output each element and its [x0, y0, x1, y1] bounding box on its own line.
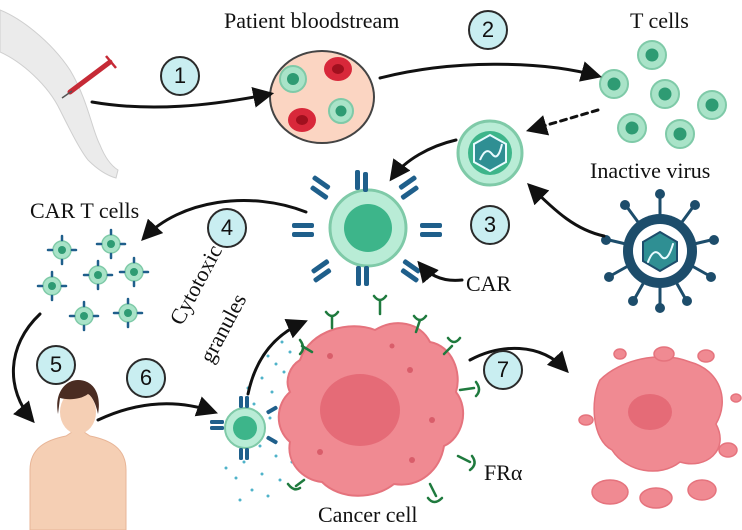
cancer-cell	[277, 294, 481, 504]
step-5-marker: 5	[36, 345, 76, 385]
arm-with-syringe-icon	[0, 9, 119, 179]
label-patient-bloodstream: Patient bloodstream	[224, 8, 400, 33]
step-2-marker: 2	[468, 10, 508, 50]
step-4-marker: 4	[207, 208, 247, 248]
step-6-marker: 6	[126, 358, 166, 398]
label-fra: FRα	[484, 460, 523, 485]
car-t-cell-attacking	[210, 396, 278, 460]
step-3-marker: 3	[470, 205, 510, 245]
label-car: CAR	[466, 271, 512, 296]
car-t-cell-large	[292, 170, 442, 286]
bloodstream-illustration	[269, 50, 375, 144]
flow-arrows	[12, 61, 606, 424]
label-cancer-cell: Cancer cell	[318, 502, 418, 527]
label-inactive-virus: Inactive virus	[590, 158, 711, 183]
label-car-t-cells: CAR T cells	[30, 198, 140, 223]
step-1-marker: 1	[160, 56, 200, 96]
step-7-marker: 7	[483, 350, 523, 390]
inactive-virus-icon	[601, 189, 719, 313]
transduced-t-cell	[456, 119, 524, 187]
t-cells-cluster	[599, 40, 727, 149]
patient-icon	[29, 380, 127, 530]
lysed-cancer-cell	[578, 346, 742, 509]
car-t-cells-cluster	[36, 228, 150, 332]
label-t-cells: T cells	[630, 8, 689, 33]
